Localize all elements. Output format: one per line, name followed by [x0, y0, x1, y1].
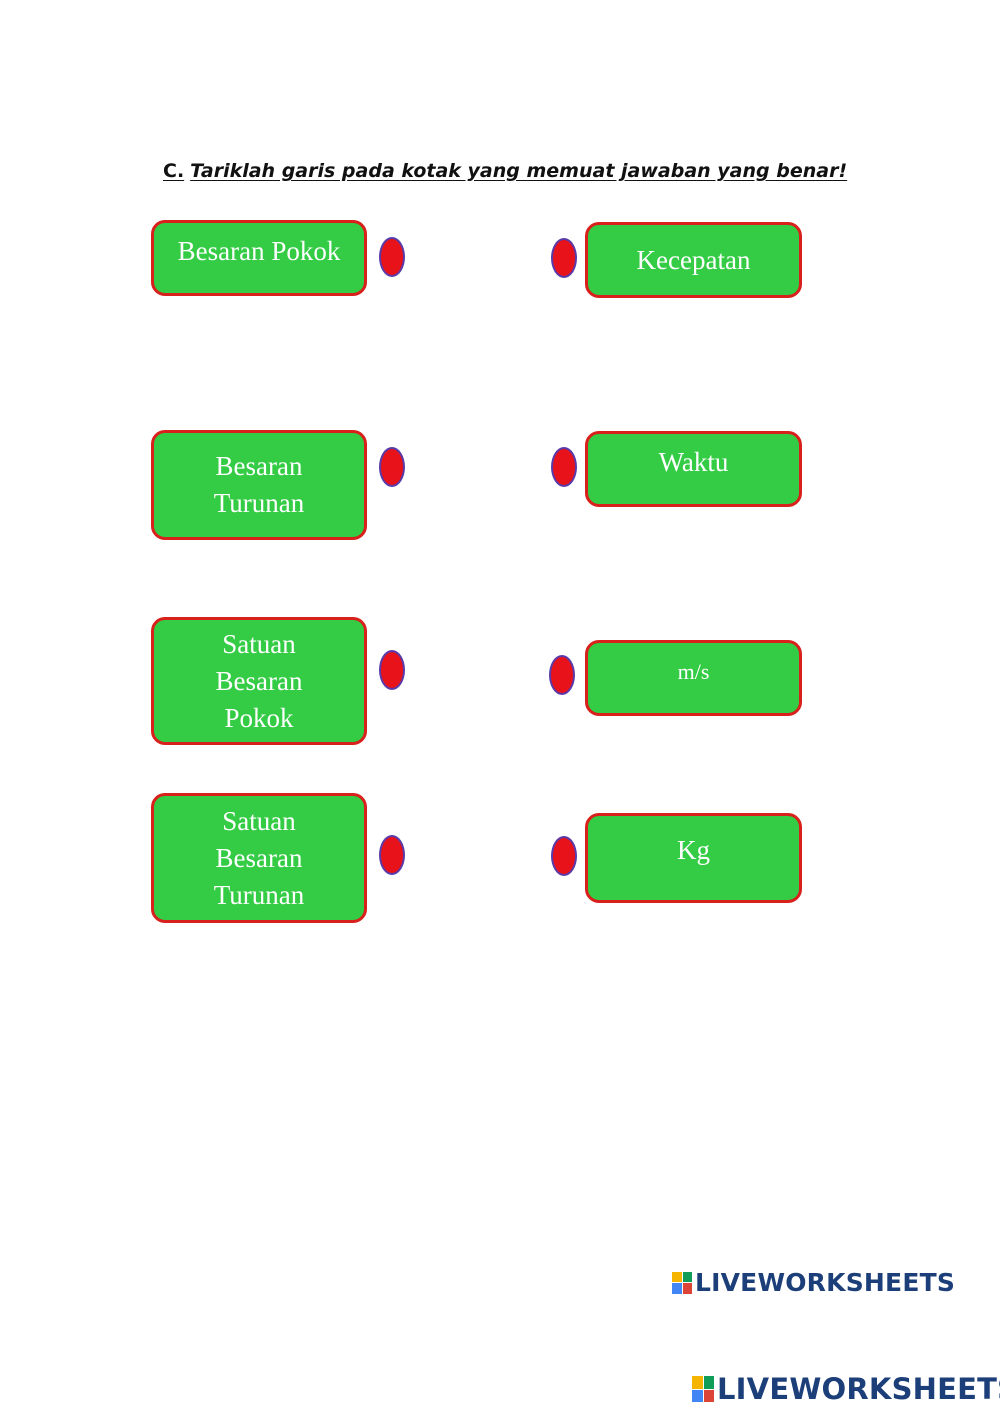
left-item-3[interactable]: Satuan Besaran Pokok [151, 617, 367, 745]
watermark-text: LIVEWORKSHEETS [717, 1372, 1000, 1406]
right-item-4[interactable]: Kg [585, 813, 802, 903]
right-connector-dot-3[interactable] [549, 655, 575, 695]
liveworksheets-watermark-2: LIVEWORKSHEETS [692, 1372, 1000, 1406]
instruction-heading: C.Tariklah garis pada kotak yang memuat … [163, 160, 847, 182]
left-item-4[interactable]: Satuan Besaran Turunan [151, 793, 367, 923]
left-connector-dot-3[interactable] [379, 650, 405, 690]
liveworksheets-logo-icon [672, 1271, 692, 1294]
left-item-2[interactable]: Besaran Turunan [151, 430, 367, 540]
left-item-1[interactable]: Besaran Pokok [151, 220, 367, 296]
left-connector-dot-1[interactable] [379, 237, 405, 277]
liveworksheets-watermark-1: LIVEWORKSHEETS [672, 1268, 955, 1297]
left-connector-dot-2[interactable] [379, 447, 405, 487]
right-item-3[interactable]: m/s [585, 640, 802, 716]
right-item-1[interactable]: Kecepatan [585, 222, 802, 298]
right-connector-dot-2[interactable] [551, 447, 577, 487]
watermark-text: LIVEWORKSHEETS [695, 1268, 956, 1297]
right-item-2[interactable]: Waktu [585, 431, 802, 507]
left-connector-dot-4[interactable] [379, 835, 405, 875]
liveworksheets-logo-icon [692, 1376, 714, 1402]
right-connector-dot-1[interactable] [551, 238, 577, 278]
section-label: C. [163, 160, 185, 182]
instruction-text: Tariklah garis pada kotak yang memuat ja… [190, 160, 848, 182]
right-connector-dot-4[interactable] [551, 836, 577, 876]
